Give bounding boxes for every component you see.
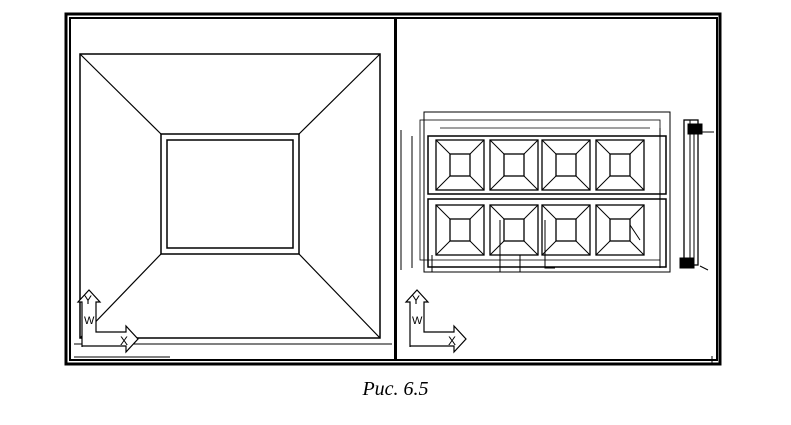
ucs-icon: Y W X <box>76 289 139 354</box>
cells-row-2 <box>435 204 645 256</box>
ucs-y-label: Y <box>84 293 92 307</box>
hopper-inner-square <box>160 133 300 255</box>
side-elevation <box>679 119 714 271</box>
ucs-w-label: W <box>84 315 95 327</box>
hopper-inner-square-2 <box>166 139 294 249</box>
ucs-icon: Y W X <box>404 289 467 354</box>
viewport-frame-right <box>395 17 718 361</box>
ucs-x-label: X <box>120 334 128 348</box>
viewport-frame-left <box>69 17 396 361</box>
ucs-x-label: X <box>448 334 456 348</box>
dimension-leaders <box>431 220 641 273</box>
ucs-w-label: W <box>412 315 423 327</box>
left-viewport[interactable]: Y W X <box>69 17 396 361</box>
ucs-y-label: Y <box>412 293 420 307</box>
cells-row-1 <box>435 139 645 191</box>
right-viewport[interactable]: Y W X <box>395 17 718 361</box>
hopper-outer-square <box>79 53 381 339</box>
figure-caption: Рис. 6.5 <box>362 378 429 400</box>
cell-array <box>400 111 671 273</box>
window-frame <box>64 12 722 366</box>
